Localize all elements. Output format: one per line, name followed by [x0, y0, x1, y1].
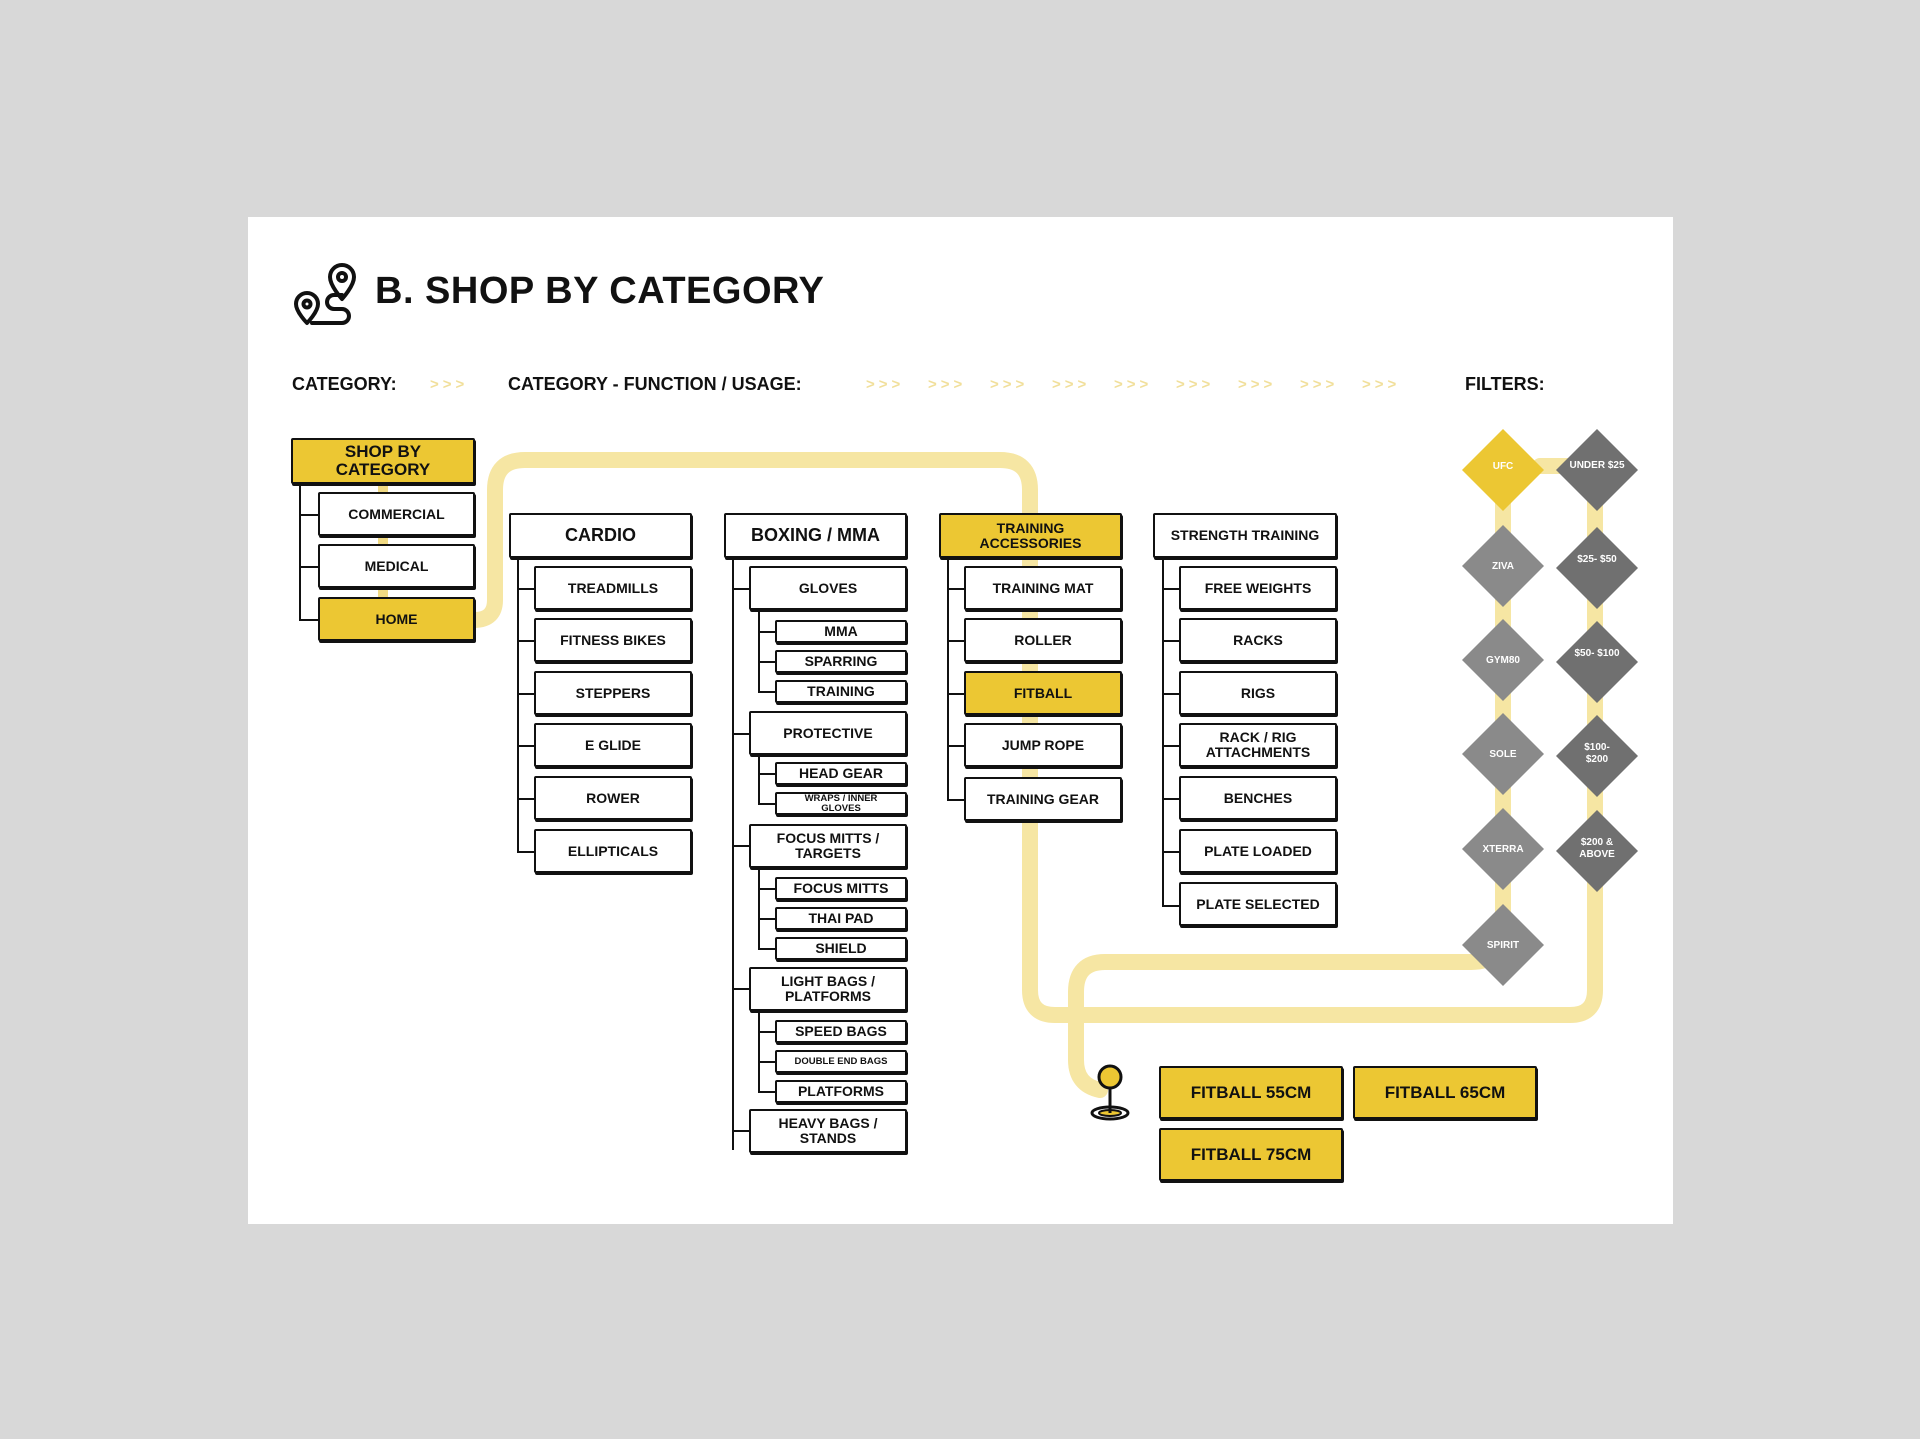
- cardio-item[interactable]: TREADMILLS: [534, 566, 692, 610]
- cardio-item[interactable]: FITNESS BIKES: [534, 618, 692, 662]
- accessories-item[interactable]: TRAINING GEAR: [964, 777, 1122, 821]
- filter-brand-label: XTERRA: [1482, 844, 1524, 855]
- column-training-accessories[interactable]: TRAINING ACCESSORIES: [939, 513, 1122, 558]
- filter-brand-label: ZIVA: [1491, 561, 1515, 572]
- boxing-subitem[interactable]: FOCUS MITTS: [775, 877, 907, 900]
- filter-price-label: $25- $50: [1577, 554, 1617, 565]
- filter-price-label: $50- $100: [1574, 648, 1620, 659]
- filters-header: FILTERS:: [1465, 374, 1545, 394]
- column-cardio[interactable]: CARDIO: [509, 513, 692, 558]
- boxing-subitem[interactable]: PLATFORMS: [775, 1080, 907, 1103]
- boxing-item-protective[interactable]: PROTECTIVE: [749, 711, 907, 755]
- root-category-box[interactable]: SHOP BY CATEGORY: [291, 438, 475, 484]
- boxing-subitem[interactable]: TRAINING: [775, 680, 907, 703]
- route-pin-icon: [290, 261, 360, 327]
- boxing-item-light-bags[interactable]: LIGHT BAGS / PLATFORMS: [749, 967, 907, 1011]
- boxing-subitem[interactable]: SHIELD: [775, 937, 907, 960]
- cardio-item[interactable]: E GLIDE: [534, 723, 692, 767]
- page-title: B. SHOP BY CATEGORY: [375, 270, 825, 312]
- function-usage-header: CATEGORY - FUNCTION / USAGE:: [508, 374, 802, 394]
- arrows-icon: >>>: [1362, 376, 1401, 393]
- accessories-item[interactable]: ROLLER: [964, 618, 1122, 662]
- arrows-icon: >>>: [928, 376, 967, 393]
- boxing-subitem[interactable]: DOUBLE END BAGS: [775, 1050, 907, 1073]
- strength-item[interactable]: BENCHES: [1179, 776, 1337, 820]
- strength-item[interactable]: PLATE SELECTED: [1179, 882, 1337, 926]
- boxing-subitem[interactable]: SPEED BAGS: [775, 1020, 907, 1043]
- filter-brand-label: SPIRIT: [1486, 940, 1520, 951]
- category-header: CATEGORY:: [292, 374, 397, 394]
- filter-price-label: $200 & ABOVE: [1579, 837, 1615, 860]
- location-marker-icon: [1088, 1063, 1132, 1121]
- strength-item[interactable]: RACKS: [1179, 618, 1337, 662]
- result-product[interactable]: FITBALL 65CM: [1353, 1066, 1537, 1119]
- boxing-subitem[interactable]: WRAPS / INNER GLOVES: [775, 792, 907, 815]
- arrows-icon: >>>: [1238, 376, 1277, 393]
- filter-brand-label: GYM80: [1486, 655, 1520, 666]
- accessories-item[interactable]: JUMP ROPE: [964, 723, 1122, 767]
- strength-item[interactable]: FREE WEIGHTS: [1179, 566, 1337, 610]
- boxing-subitem[interactable]: MMA: [775, 620, 907, 643]
- arrows-icon: >>>: [1114, 376, 1153, 393]
- cardio-item[interactable]: STEPPERS: [534, 671, 692, 715]
- cardio-item[interactable]: ELLIPTICALS: [534, 829, 692, 873]
- filter-brand-label: SOLE: [1489, 749, 1517, 760]
- column-strength-training[interactable]: STRENGTH TRAINING: [1153, 513, 1337, 558]
- category-medical[interactable]: MEDICAL: [318, 544, 475, 588]
- strength-item[interactable]: PLATE LOADED: [1179, 829, 1337, 873]
- accessories-item[interactable]: TRAINING MAT: [964, 566, 1122, 610]
- boxing-item-heavy-bags[interactable]: HEAVY BAGS / STANDS: [749, 1109, 907, 1153]
- arrows-icon: >>>: [990, 376, 1029, 393]
- strength-item[interactable]: RACK / RIG ATTACHMENTS: [1179, 723, 1337, 767]
- result-product[interactable]: FITBALL 75CM: [1159, 1128, 1343, 1181]
- filter-price-label: $100- $200: [1584, 742, 1610, 765]
- accessories-item-fitball[interactable]: FITBALL: [964, 671, 1122, 715]
- boxing-subitem[interactable]: SPARRING: [775, 650, 907, 673]
- filter-price-label: UNDER $25: [1569, 460, 1625, 471]
- boxing-subitem[interactable]: THAI PAD: [775, 907, 907, 930]
- arrows-icon: >>>: [1052, 376, 1091, 393]
- arrows-icon: >>>: [1176, 376, 1215, 393]
- boxing-subitem[interactable]: HEAD GEAR: [775, 762, 907, 785]
- column-boxing-mma[interactable]: BOXING / MMA: [724, 513, 907, 558]
- cardio-item[interactable]: ROWER: [534, 776, 692, 820]
- strength-item[interactable]: RIGS: [1179, 671, 1337, 715]
- category-commercial[interactable]: COMMERCIAL: [318, 492, 475, 536]
- diagram-card: [248, 217, 1673, 1224]
- arrows-icon: >>>: [1300, 376, 1339, 393]
- boxing-item-gloves[interactable]: GLOVES: [749, 566, 907, 610]
- result-product[interactable]: FITBALL 55CM: [1159, 1066, 1343, 1119]
- arrows-icon: >>>: [430, 376, 469, 393]
- arrows-icon: >>>: [866, 376, 905, 393]
- filter-brand-label: UFC: [1492, 461, 1514, 472]
- category-home[interactable]: HOME: [318, 597, 475, 641]
- boxing-item-focus-mitts[interactable]: FOCUS MITTS / TARGETS: [749, 824, 907, 868]
